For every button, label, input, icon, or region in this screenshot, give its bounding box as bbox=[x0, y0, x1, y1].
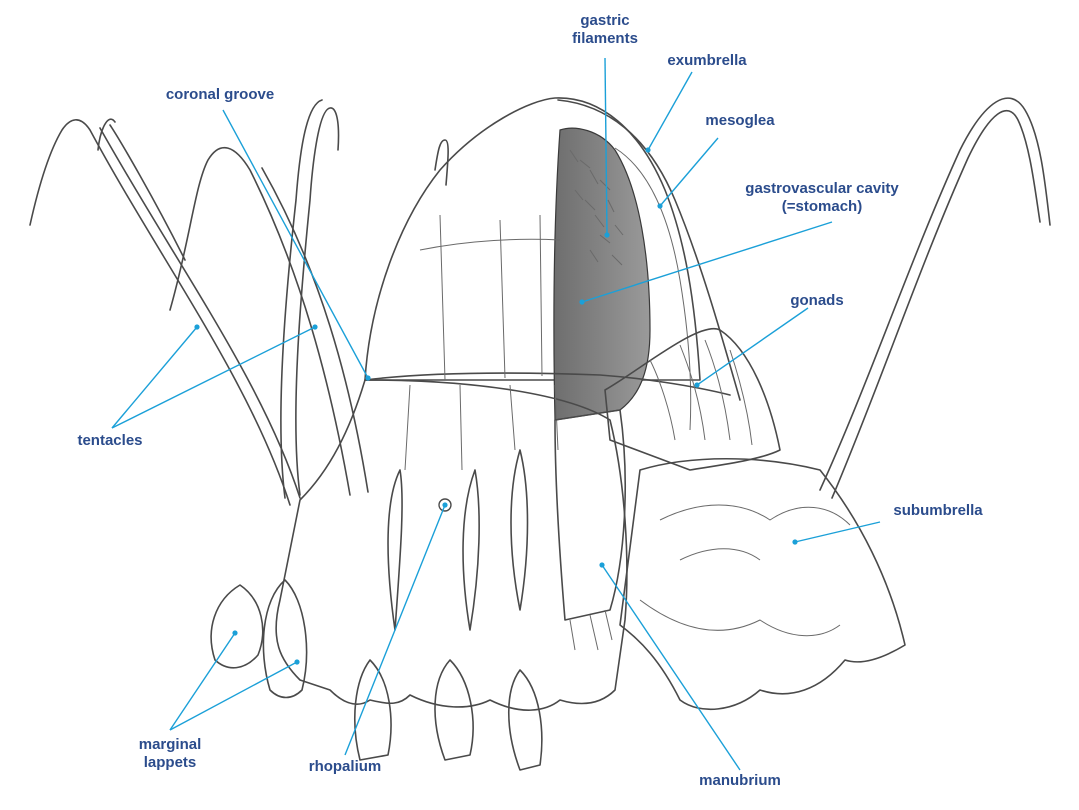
label-coronal-groove: coronal groove bbox=[145, 86, 295, 104]
leader-tentacles-1 bbox=[112, 327, 197, 428]
leader-marginal-lappets-1 bbox=[170, 633, 235, 730]
leader-rhopalium bbox=[345, 505, 445, 755]
leader-exumbrella bbox=[648, 72, 692, 150]
label-exumbrella: exumbrella bbox=[652, 52, 762, 70]
label-gastric-filaments: gastric filaments bbox=[565, 12, 645, 48]
bell bbox=[365, 98, 740, 430]
right-tentacle bbox=[435, 98, 1050, 498]
label-rhopalium: rhopalium bbox=[290, 758, 400, 776]
label-manubrium: manubrium bbox=[680, 772, 800, 790]
label-marginal-lappets: marginal lappets bbox=[120, 736, 220, 772]
leader-gonads bbox=[697, 308, 808, 385]
leader-manubrium bbox=[602, 565, 740, 770]
leader-lines bbox=[112, 58, 880, 770]
label-gonads: gonads bbox=[772, 292, 862, 310]
leader-subumbrella bbox=[795, 522, 880, 542]
leader-coronal-groove bbox=[223, 110, 368, 378]
subumbrella-drawing bbox=[620, 459, 905, 710]
label-tentacles: tentacles bbox=[55, 432, 165, 450]
lower-skirt bbox=[211, 380, 627, 770]
label-mesoglea: mesoglea bbox=[685, 112, 795, 130]
label-subumbrella: subumbrella bbox=[868, 502, 1008, 520]
label-gastrovascular-cavity: gastrovascular cavity (=stomach) bbox=[722, 180, 922, 216]
leader-mesoglea bbox=[660, 138, 718, 206]
